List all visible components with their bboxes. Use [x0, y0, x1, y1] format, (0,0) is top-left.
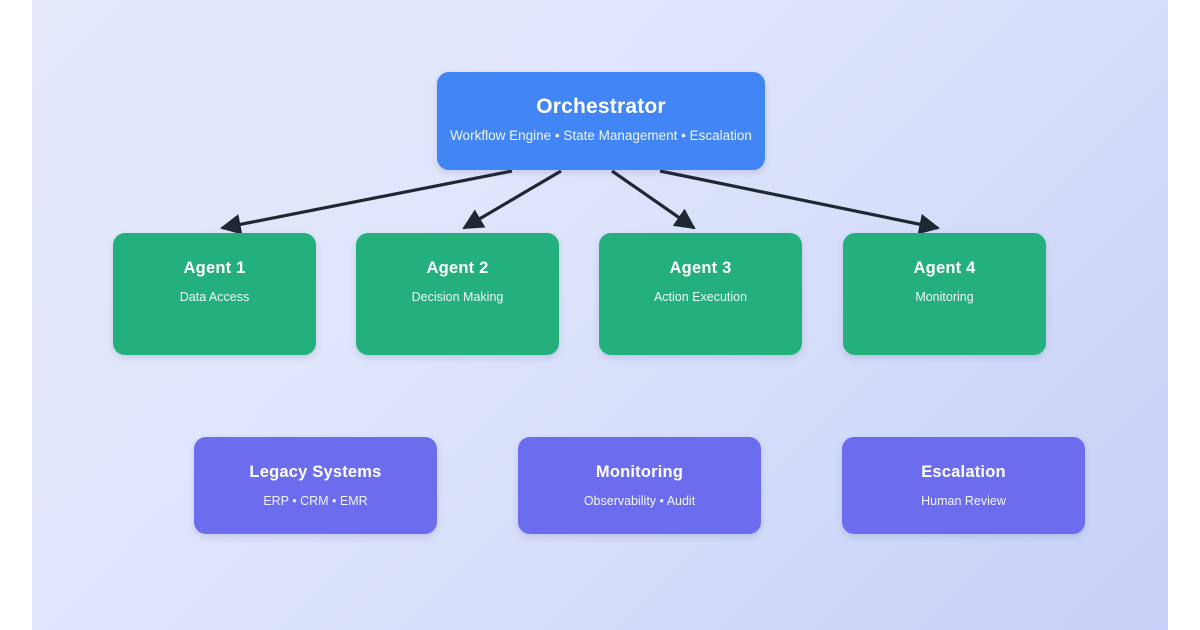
node-agent-3-title: Agent 3 — [669, 259, 732, 277]
node-agent-3[interactable]: Agent 3 Action Execution — [599, 233, 802, 355]
node-agent-2-subtitle: Decision Making — [411, 289, 504, 304]
node-agent-2[interactable]: Agent 2 Decision Making — [356, 233, 559, 355]
node-escalation[interactable]: Escalation Human Review — [842, 437, 1085, 534]
node-legacy-systems[interactable]: Legacy Systems ERP • CRM • EMR — [194, 437, 437, 534]
node-agent-4-subtitle: Monitoring — [915, 289, 974, 304]
node-agent-1-title: Agent 1 — [183, 259, 246, 277]
node-monitoring[interactable]: Monitoring Observability • Audit — [518, 437, 761, 534]
node-orchestrator-title: Orchestrator — [536, 95, 666, 118]
node-agent-2-title: Agent 2 — [426, 259, 489, 277]
node-agent-1-subtitle: Data Access — [179, 289, 250, 304]
node-escalation-title: Escalation — [921, 463, 1006, 481]
node-escalation-subtitle: Human Review — [921, 493, 1006, 508]
node-agent-4[interactable]: Agent 4 Monitoring — [843, 233, 1046, 355]
node-orchestrator[interactable]: Orchestrator Workflow Engine • State Man… — [437, 72, 765, 170]
node-monitoring-subtitle: Observability • Audit — [583, 493, 696, 508]
node-agent-4-title: Agent 4 — [913, 259, 976, 277]
node-legacy-systems-subtitle: ERP • CRM • EMR — [263, 493, 368, 508]
node-legacy-systems-title: Legacy Systems — [249, 463, 382, 481]
node-orchestrator-subtitle: Workflow Engine • State Management • Esc… — [450, 128, 752, 144]
node-monitoring-title: Monitoring — [595, 463, 684, 481]
node-agent-3-subtitle: Action Execution — [653, 289, 748, 304]
node-agent-1[interactable]: Agent 1 Data Access — [113, 233, 316, 355]
